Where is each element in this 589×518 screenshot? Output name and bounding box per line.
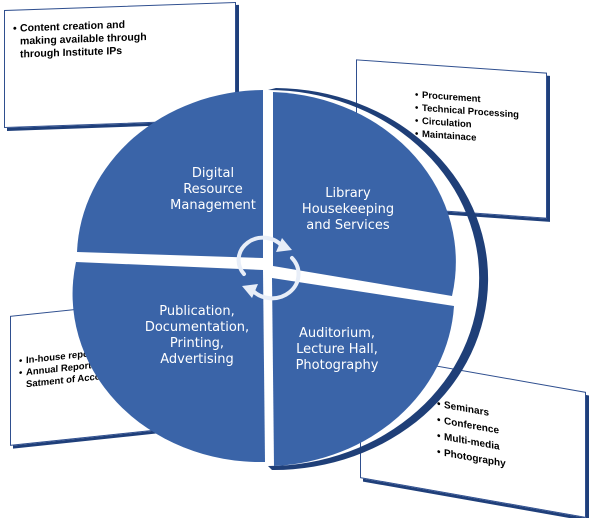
pie-disc <box>72 88 489 471</box>
quadrant-top-right <box>273 92 456 296</box>
quadrant-bottom-right <box>272 278 454 466</box>
quadrant-label-publication-documentation: Publication, Documentation, Printing, Ad… <box>144 304 250 367</box>
quadrant-label-library-housekeeping: Library Housekeeping and Services <box>301 186 395 233</box>
quadrant-top-left <box>77 90 263 258</box>
arrow-arc-upper <box>236 235 284 276</box>
quadrant-label-digital-resource-management: Digital Resource Management <box>170 166 256 213</box>
diagram: Content creation and making available th… <box>0 0 589 505</box>
arrow-arc-lower <box>250 256 301 301</box>
quadrant-label-auditorium: Auditorium, Lecture Hall, Photography <box>295 326 379 373</box>
arrow-head-lower <box>242 284 258 298</box>
arrow-head-upper <box>276 238 292 252</box>
quadrant-bottom-left <box>72 262 265 463</box>
circular-arrows-icon <box>236 235 301 301</box>
